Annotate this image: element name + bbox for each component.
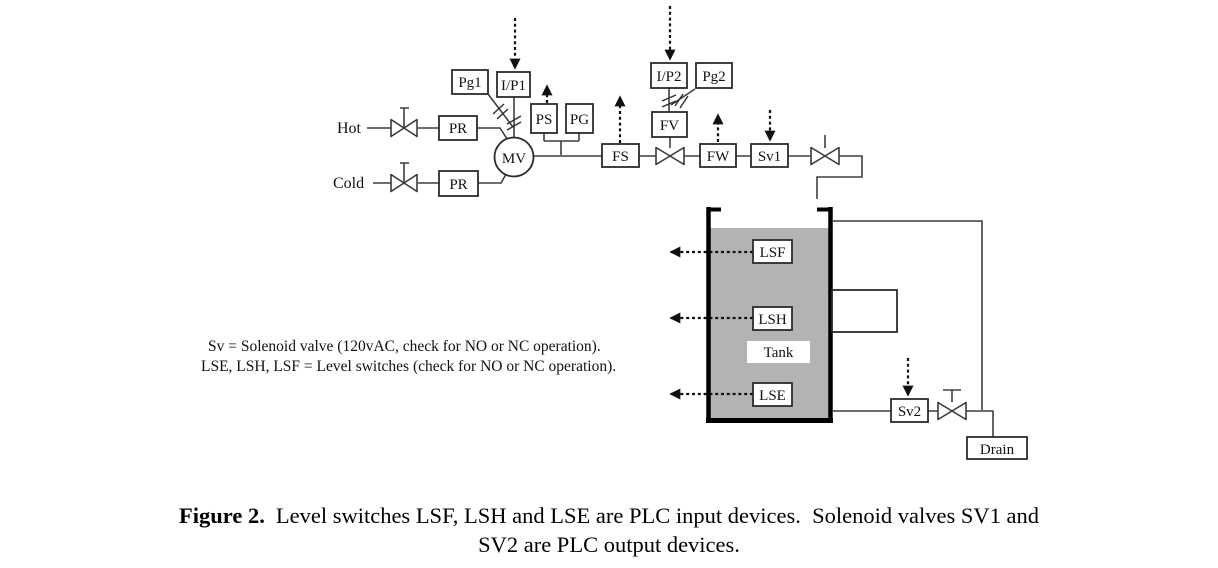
lsh-box	[752, 306, 793, 331]
pr-cold-regulator: PR	[438, 170, 479, 197]
hot-supply-label: Hot	[337, 120, 362, 137]
mv-label: MV	[502, 151, 526, 167]
lsh-level-switch: LSH	[752, 306, 793, 331]
flow-control-valve-icon	[655, 146, 685, 166]
pr-hot-regulator: PR	[438, 115, 478, 141]
fs-flow-switch: FS	[601, 143, 640, 168]
fs-label: FS	[612, 149, 629, 165]
tank	[706, 207, 898, 423]
pg2-box	[695, 62, 733, 89]
drain-valve-icon	[937, 401, 967, 421]
lsf-level-switch: LSF	[752, 239, 793, 264]
process-diagram: Pg1 I/P1 PS PG I/P2 Pg2 FV FS	[333, 6, 1028, 460]
ip1-label: I/P1	[501, 78, 526, 94]
legend-notes: Sv = Solenoid valve (120vAC, check for N…	[201, 337, 616, 377]
ip2-transducer: I/P2	[650, 62, 688, 89]
fw-label: FW	[707, 149, 730, 165]
pg-box	[565, 103, 594, 134]
fs-box	[601, 143, 640, 168]
fv-valve-actuator: FV	[651, 111, 688, 138]
lse-box	[752, 382, 793, 407]
drain-label: Drain	[980, 442, 1015, 458]
fill-line-valve-icon	[810, 146, 840, 166]
figure-caption-line1: Level switches LSF, LSH and LSE are PLC …	[275, 503, 1039, 528]
fv-label: FV	[660, 118, 679, 134]
ps-switch: PS	[530, 103, 558, 134]
ip1-box	[496, 71, 531, 98]
pg2-label: Pg2	[702, 69, 725, 85]
ps-label: PS	[536, 112, 553, 128]
sv2-box	[890, 398, 929, 423]
ip2-label: I/P2	[656, 69, 681, 85]
sv2-label: Sv2	[898, 404, 921, 420]
tank-side-fitting	[831, 289, 898, 333]
lsh-label: LSH	[758, 312, 787, 328]
ip1-transducer: I/P1	[496, 71, 531, 98]
hot-inlet-valve-icon	[390, 118, 418, 138]
legend-note-ls: LSE, LSH, LSF = Level switches (check fo…	[201, 358, 617, 375]
tank-name: Tank	[747, 341, 810, 363]
pr-hot-box	[438, 115, 478, 141]
sv1-solenoid-valve: Sv1	[750, 143, 789, 168]
cold-supply-label: Cold	[333, 175, 364, 192]
fv-box	[651, 111, 688, 138]
drain-box	[966, 436, 1028, 460]
tank-label: Tank	[764, 345, 794, 361]
pg1-gauge: Pg1	[451, 69, 489, 95]
mv-circle	[493, 136, 535, 178]
lse-level-switch: LSE	[752, 382, 793, 407]
fw-flow-meter: FW	[699, 143, 737, 168]
ip2-box	[650, 62, 688, 89]
sv1-label: Sv1	[758, 149, 781, 165]
pg-label: PG	[570, 112, 589, 128]
lsf-box	[752, 239, 793, 264]
mv-mixing-valve: MV	[493, 136, 535, 178]
tank-label-bg	[747, 341, 810, 363]
figure-caption-number: Figure 2.	[179, 503, 265, 528]
legend-note-sv: Sv = Solenoid valve (120vAC, check for N…	[208, 338, 601, 355]
figure-caption-line2: SV2 are PLC output devices.	[478, 532, 740, 557]
sv2-solenoid-valve: Sv2	[890, 398, 929, 423]
sv1-box	[750, 143, 789, 168]
fw-box	[699, 143, 737, 168]
pr-cold-label: PR	[449, 177, 467, 193]
pg1-label: Pg1	[458, 75, 481, 91]
pg-gauge: PG	[565, 103, 594, 134]
pr-cold-box	[438, 170, 479, 197]
pr-hot-label: PR	[449, 121, 467, 137]
lsf-label: LSF	[760, 245, 786, 261]
signal-lines	[509, 6, 914, 400]
figure-caption: Figure 2. Level switches LSF, LSH and LSE…	[0, 501, 1218, 559]
pg2-gauge: Pg2	[695, 62, 733, 89]
pg1-box	[451, 69, 489, 95]
cold-inlet-valve-icon	[390, 173, 418, 193]
lse-label: LSE	[759, 388, 786, 404]
ps-box	[530, 103, 558, 134]
drain-outlet: Drain	[966, 436, 1028, 460]
